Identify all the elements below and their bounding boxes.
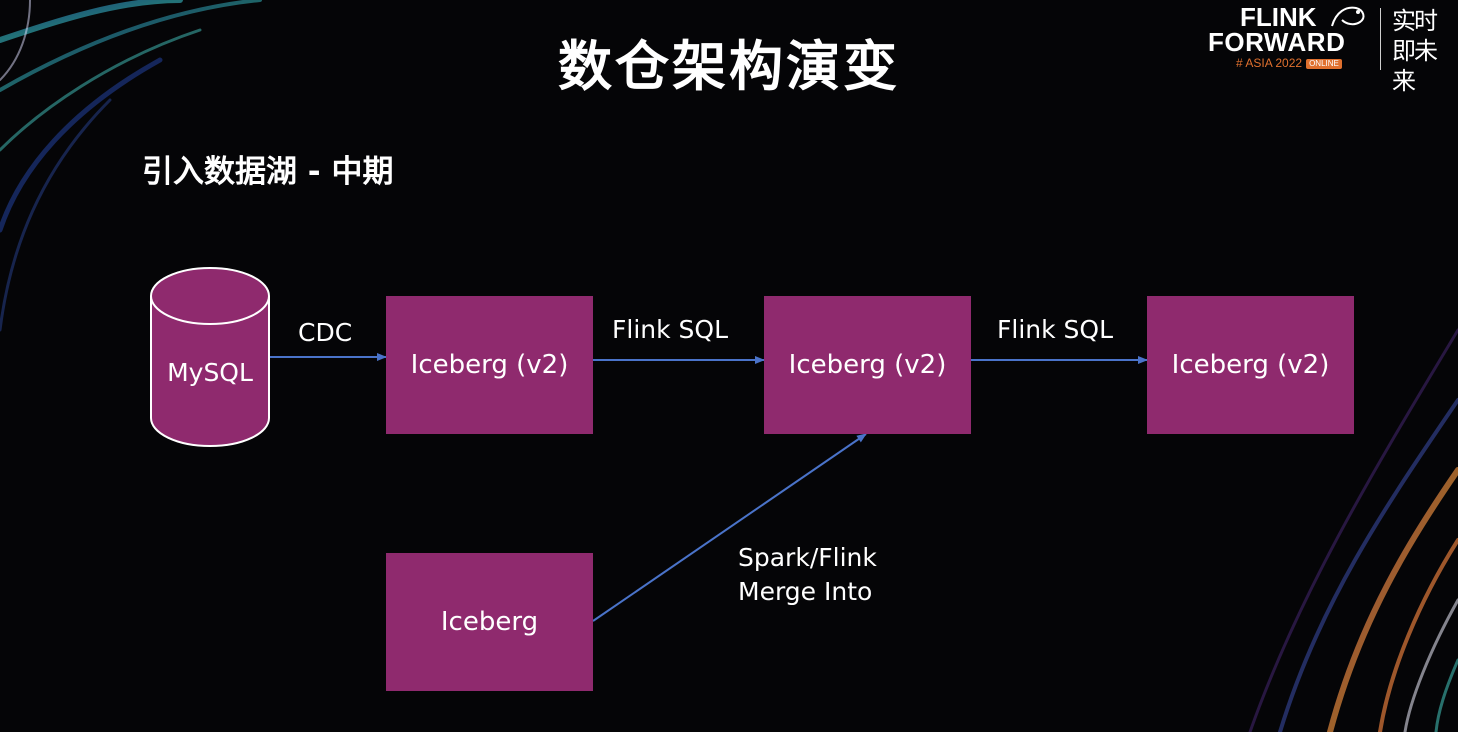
logo-event: # ASIA 2022 [1236,56,1303,70]
arrow-merge-into [592,433,867,622]
edge-label-flink-sql-1: Flink SQL [612,315,729,344]
mysql-label: MySQL [167,358,253,387]
squirrel-icon [1331,6,1365,27]
edge-label-merge-line-2: Merge Into [738,577,873,606]
online-badge: ONLINE [1306,59,1342,69]
section-subtitle: 引入数据湖 - 中期 [142,154,394,190]
page-title: 数仓架构演变 [558,35,900,98]
iceberg-v2-box-2: Iceberg (v2) [764,296,971,434]
iceberg-v2-box-1: Iceberg (v2) [386,296,593,434]
logo-divider [1380,8,1381,70]
edge-label-merge-line-1: Spark/Flink [738,543,877,572]
logo-slogan: 实时即未来 [1392,7,1438,95]
logo-line-2: FORWARD [1208,27,1346,57]
edge-label-cdc: CDC [298,318,353,347]
edge-label-flink-sql-2: Flink SQL [997,315,1114,344]
mysql-database-icon [150,267,270,447]
iceberg-box-source: Iceberg [386,553,593,691]
iceberg-v2-box-3: Iceberg (v2) [1147,296,1354,434]
logo-line-1: FLINK [1240,2,1317,32]
